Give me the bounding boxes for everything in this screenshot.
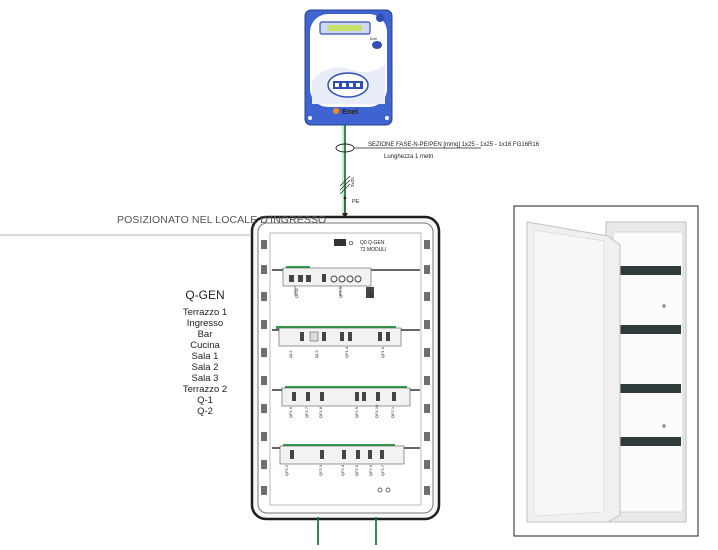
pe-label: PE <box>352 199 360 205</box>
svg-text:QF1.9: QF1.9 <box>354 406 359 418</box>
svg-text:QF1.10: QF1.10 <box>374 404 379 418</box>
enel-logo-icon <box>333 108 339 114</box>
meter-brand: Enel <box>342 107 358 116</box>
panel-circuit-list: Q-GEN Terrazzo 1 Ingresso Bar Cucina Sal… <box>160 288 250 417</box>
svg-text:QF2.1: QF2.1 <box>390 406 395 418</box>
panel-header-line1: Q0 Q-GEN <box>360 240 385 246</box>
panel-name: Q-GEN <box>185 288 225 302</box>
circuit-item: Q-1 <box>197 395 213 406</box>
svg-text:QF2.4: QF2.4 <box>340 464 345 476</box>
svg-text:QF1.7: QF1.7 <box>304 406 309 418</box>
circuit-item: Bar <box>197 329 213 340</box>
svg-text:QF2.7: QF2.7 <box>380 464 385 476</box>
svg-text:QF1.6: QF1.6 <box>288 406 293 418</box>
svg-text:QF2.3: QF2.3 <box>318 464 323 476</box>
din-rail-row-2 <box>272 326 420 347</box>
svg-text:QF01: QF01 <box>294 287 299 298</box>
circuit-item: Terrazzo 2 <box>182 384 228 395</box>
circuit-item: Sala 2 <box>191 362 219 373</box>
svg-text:QF1.8: QF1.8 <box>318 406 323 418</box>
svg-text:QF1.4: QF1.4 <box>344 346 349 358</box>
circuit-item: Cucina <box>190 340 220 351</box>
din-rail-row-3 <box>272 386 420 407</box>
meter-brand-small: Enel <box>370 37 377 41</box>
circuit-item: Ingresso <box>186 318 224 329</box>
enel-meter: Enel Enel <box>304 9 393 126</box>
svg-text:3x25: 3x25 <box>350 177 355 187</box>
circuit-item: Sala 1 <box>191 351 219 362</box>
svg-text:QF2.2: QF2.2 <box>284 464 289 476</box>
svg-text:QF2.6: QF2.6 <box>368 464 373 476</box>
svg-text:QL3: QL3 <box>314 350 319 358</box>
location-label: POSIZIONATO NEL LOCALE D'INGRESSO <box>117 214 327 226</box>
supply-cable: 3x25 PE <box>335 125 481 220</box>
svg-text:QF1.5: QF1.5 <box>380 346 385 358</box>
enclosure-photo <box>513 205 699 537</box>
svg-text:QF2.5: QF2.5 <box>354 464 359 476</box>
circuit-item: Terrazzo 1 <box>182 307 228 318</box>
outgoing-cables <box>317 517 377 545</box>
circuit-item: Q-2 <box>197 406 213 417</box>
svg-text:QL2: QL2 <box>288 350 293 358</box>
cable-section-label: SEZIONE FASE-N-PE/PEN [mmq] 1x25 - 1x25 … <box>368 142 540 148</box>
distribution-panel: Q0 Q-GEN 72 MODULI <box>250 215 441 521</box>
din-rail-row-1 <box>272 266 420 298</box>
svg-text:QF1.1: QF1.1 <box>338 286 343 298</box>
svg-text:QS: QS <box>368 292 373 298</box>
panel-header-line2: 72 MODULI <box>360 247 386 253</box>
circuit-item: Sala 3 <box>191 373 219 384</box>
cable-length-label: Lunghezza 1 metri <box>384 154 433 160</box>
din-rail-row-4 <box>272 444 420 493</box>
